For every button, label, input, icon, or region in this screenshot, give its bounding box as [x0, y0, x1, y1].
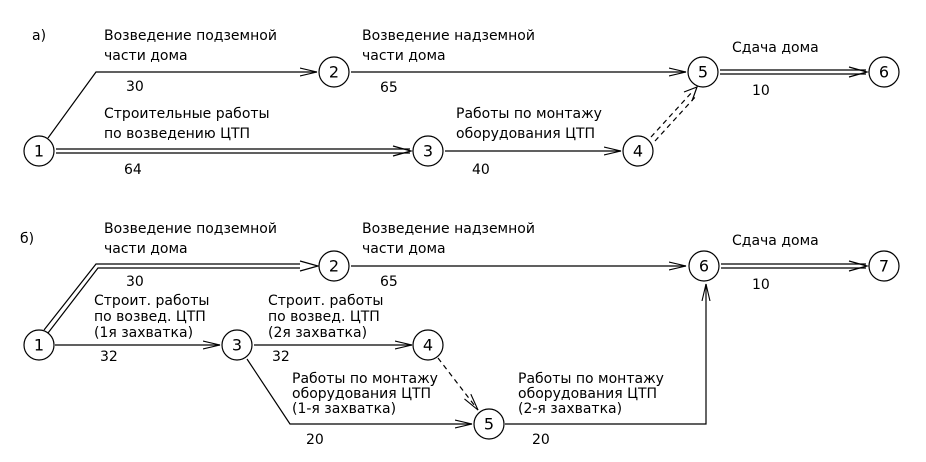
node-a-3: 3 — [412, 135, 444, 167]
svg-text:2: 2 — [329, 257, 339, 276]
node-b-7: 7 — [868, 250, 900, 282]
edge-a-4-5 — [650, 85, 699, 142]
edge-label-a-1-2-line-1: Возведение подземной — [104, 28, 277, 44]
diagram-a: а) Возведение подземной части дома — [23, 28, 900, 178]
edge-b-3-5 — [246, 358, 472, 424]
edge-label-b-5-6-line-1: Работы по монтажу — [518, 371, 664, 387]
edge-duration-a-2-5: 65 — [380, 80, 398, 96]
section-label-b: б) — [20, 231, 34, 247]
edge-duration-a-1-2: 30 — [126, 79, 144, 95]
section-label-a: а) — [32, 28, 46, 44]
edge-duration-a-5-6: 10 — [752, 83, 770, 99]
edge-label-b-3-5-line-2: оборудования ЦТП — [292, 386, 431, 402]
edge-duration-b-2-6: 65 — [380, 274, 398, 290]
edge-b-5-6 — [505, 284, 706, 425]
edge-a-5-6 — [720, 66, 870, 78]
edge-a-1-2 — [47, 72, 317, 139]
edge-duration-a-3-4: 40 — [472, 162, 490, 178]
svg-text:5: 5 — [484, 415, 494, 434]
svg-text:7: 7 — [879, 257, 889, 276]
edge-label-b-1-2-line-2: части дома — [104, 241, 188, 257]
diagram-b: б) Возведение подзем — [20, 221, 900, 448]
node-a-4: 4 — [622, 135, 654, 167]
node-b-1: 1 — [23, 329, 55, 361]
edge-label-a-3-4-line-1: Работы по монтажу — [456, 106, 602, 122]
svg-text:4: 4 — [423, 336, 433, 355]
edge-label-b-3-4-line-1: Строит. работы — [268, 293, 383, 309]
edge-b-1-2 — [43, 260, 321, 334]
svg-text:1: 1 — [34, 142, 44, 161]
node-a-5: 5 — [687, 56, 719, 88]
edge-label-b-1-3-line-3: (1я захватка) — [94, 325, 193, 341]
edge-label-a-2-5-line-2: части дома — [362, 48, 446, 64]
edge-label-b-1-3-line-1: Строит. работы — [94, 293, 209, 309]
edge-label-a-3-4-line-2: оборудования ЦТП — [456, 126, 595, 142]
edge-label-a-1-2-line-2: части дома — [104, 48, 188, 64]
svg-text:4: 4 — [633, 142, 643, 161]
edge-b-6-7 — [721, 260, 870, 272]
edge-duration-b-3-5: 20 — [306, 432, 324, 448]
edge-label-b-2-6-line-2: части дома — [362, 241, 446, 257]
edge-duration-b-3-4: 32 — [272, 349, 290, 365]
node-a-6: 6 — [868, 56, 900, 88]
node-b-4: 4 — [412, 329, 444, 361]
edge-label-b-2-6-line-1: Возведение надземной — [362, 221, 535, 237]
svg-text:3: 3 — [423, 142, 433, 161]
svg-text:1: 1 — [34, 336, 44, 355]
edge-label-b-3-5-line-1: Работы по монтажу — [292, 371, 438, 387]
node-a-1: 1 — [23, 135, 55, 167]
svg-text:3: 3 — [232, 336, 242, 355]
edge-label-a-5-6-line-1: Сдача дома — [732, 40, 819, 56]
edge-label-b-6-7-line-1: Сдача дома — [732, 233, 819, 249]
edge-duration-b-1-3: 32 — [100, 349, 118, 365]
svg-text:6: 6 — [879, 63, 889, 82]
edge-label-b-5-6-line-2: оборудования ЦТП — [518, 386, 657, 402]
edge-label-b-3-4-line-3: (2я захватка) — [268, 325, 367, 341]
edge-duration-b-6-7: 10 — [752, 277, 770, 293]
edge-duration-a-1-3: 64 — [124, 162, 142, 178]
node-b-2: 2 — [318, 250, 350, 282]
edge-label-b-3-4-line-2: по возвед. ЦТП — [268, 309, 380, 325]
edge-label-a-1-3-line-1: Строительные работы — [104, 106, 270, 122]
svg-text:6: 6 — [699, 257, 709, 276]
node-a-2: 2 — [318, 56, 350, 88]
edge-label-b-1-2-line-1: Возведение подземной — [104, 221, 277, 237]
edge-label-a-2-5-line-1: Возведение надземной — [362, 28, 535, 44]
edge-duration-b-5-6: 20 — [532, 432, 550, 448]
edge-duration-b-1-2: 30 — [126, 274, 144, 290]
node-b-6: 6 — [688, 250, 720, 282]
edge-label-b-5-6-line-3: (2-я захватка) — [518, 401, 622, 417]
node-b-5: 5 — [473, 408, 505, 440]
edge-label-b-3-5-line-3: (1-я захватка) — [292, 401, 396, 417]
edge-b-4-5 — [437, 357, 478, 410]
edge-a-1-3 — [56, 145, 414, 157]
svg-text:5: 5 — [698, 63, 708, 82]
edge-label-b-1-3-line-2: по возвед. ЦТП — [94, 309, 206, 325]
node-b-3: 3 — [221, 329, 253, 361]
svg-text:2: 2 — [329, 63, 339, 82]
edge-label-a-1-3-line-2: по возведению ЦТП — [104, 126, 250, 142]
